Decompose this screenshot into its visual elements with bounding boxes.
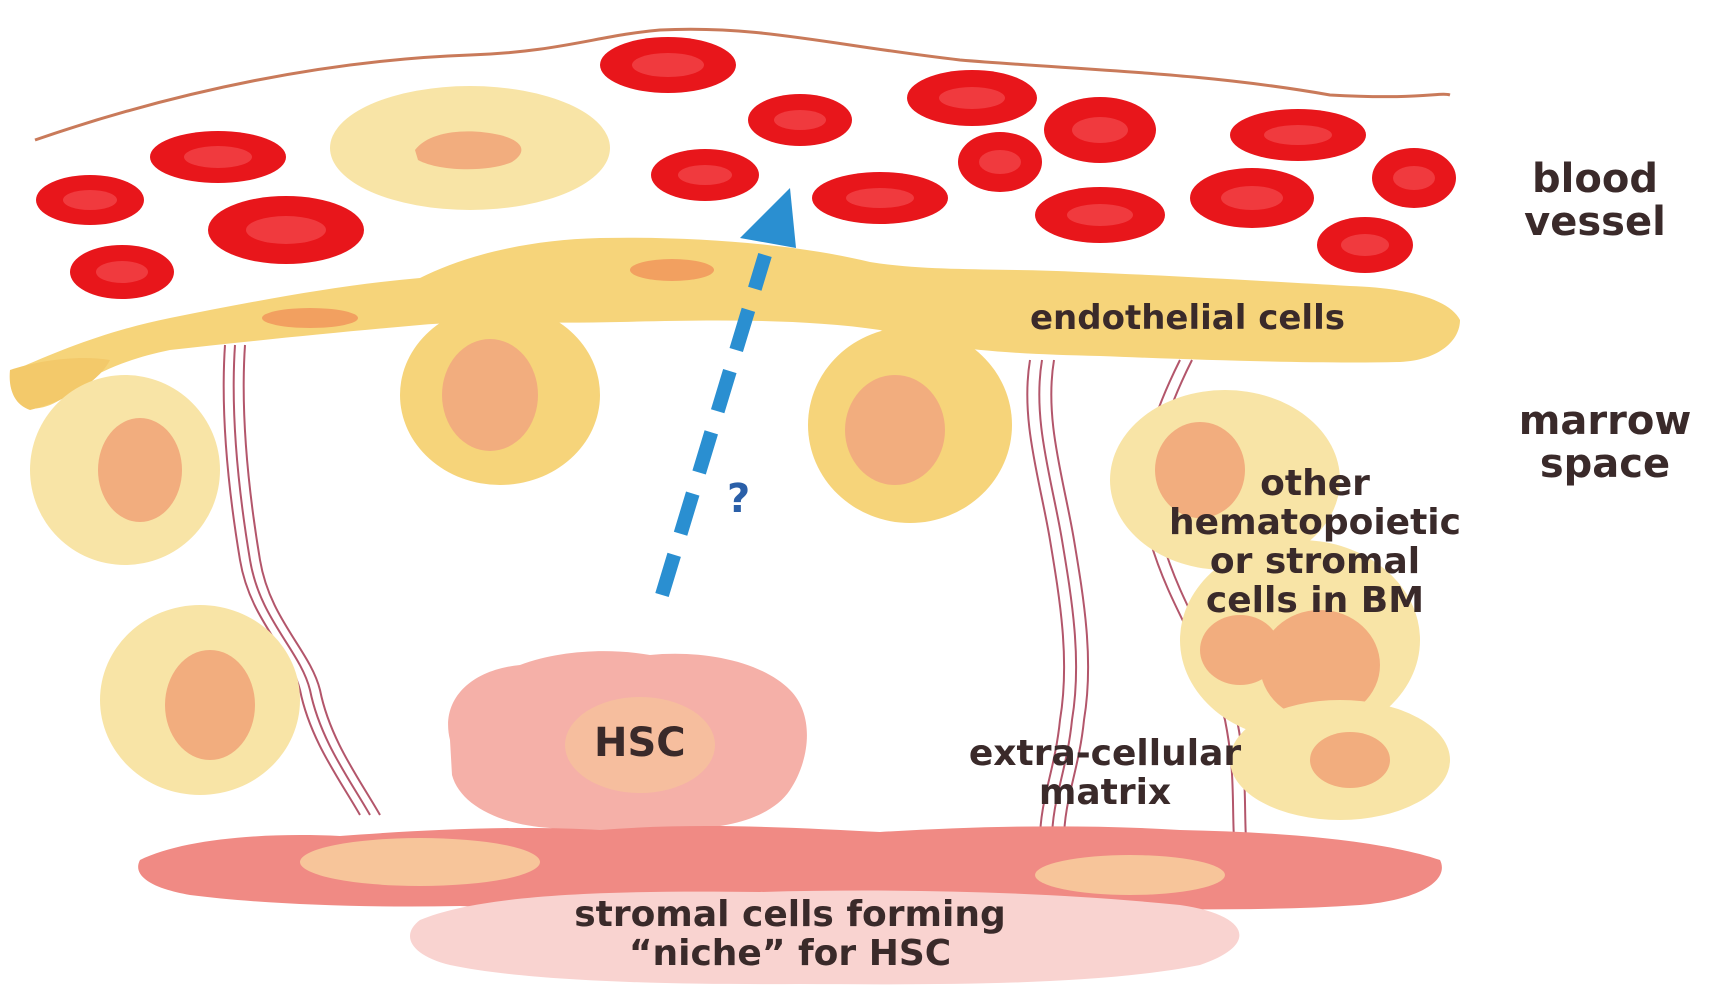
red-blood-cell — [907, 70, 1037, 126]
red-blood-cell — [150, 131, 286, 183]
label-question-mark: ? — [727, 478, 750, 521]
label-blood-vessel-line1: blood — [1495, 158, 1695, 201]
marrow-cell-top — [330, 86, 610, 210]
label-stromal-niche: stromal cells forming “niche” for HSC — [510, 896, 1070, 974]
marrow-cell — [400, 305, 600, 485]
red-blood-cell — [748, 94, 852, 146]
marrow-cell — [100, 605, 300, 795]
red-blood-cell — [600, 37, 736, 93]
label-endothelial-cells: endothelial cells — [1030, 300, 1345, 337]
label-ecm-line1: extra-cellular — [940, 735, 1270, 774]
red-blood-cell — [1230, 109, 1366, 161]
label-extracellular-matrix: extra-cellular matrix — [940, 735, 1270, 813]
red-blood-cell — [1317, 217, 1413, 273]
label-other-cells-line4: cells in BM — [1140, 582, 1490, 621]
label-blood-vessel-line2: vessel — [1495, 201, 1695, 244]
red-blood-cell — [958, 132, 1042, 192]
red-blood-cell — [1372, 148, 1456, 208]
label-blood-vessel: blood vessel — [1495, 158, 1695, 244]
red-blood-cell — [1044, 97, 1156, 163]
red-blood-cell — [1190, 168, 1314, 228]
red-blood-cell — [812, 172, 948, 224]
red-blood-cell — [651, 149, 759, 201]
label-ecm-line2: matrix — [940, 774, 1270, 813]
arrowhead-icon — [740, 188, 796, 248]
label-other-cells-line1: other — [1140, 465, 1490, 504]
label-marrow-space-line1: marrow — [1495, 400, 1715, 443]
red-blood-cell — [36, 175, 144, 225]
label-hsc: HSC — [594, 722, 686, 765]
label-other-cells-line2: hematopoietic — [1140, 504, 1490, 543]
label-other-cells: other hematopoietic or stromal cells in … — [1140, 465, 1490, 621]
label-niche-line1: stromal cells forming — [510, 896, 1070, 935]
red-blood-cell — [1035, 187, 1165, 243]
red-blood-cell — [70, 245, 174, 299]
label-niche-line2: “niche” for HSC — [510, 935, 1070, 974]
marrow-cell — [30, 375, 220, 565]
label-other-cells-line3: or stromal — [1140, 543, 1490, 582]
red-blood-cell — [208, 196, 364, 264]
marrow-cell — [808, 327, 1012, 523]
label-marrow-space-line2: space — [1495, 443, 1715, 486]
label-marrow-space: marrow space — [1495, 400, 1715, 486]
